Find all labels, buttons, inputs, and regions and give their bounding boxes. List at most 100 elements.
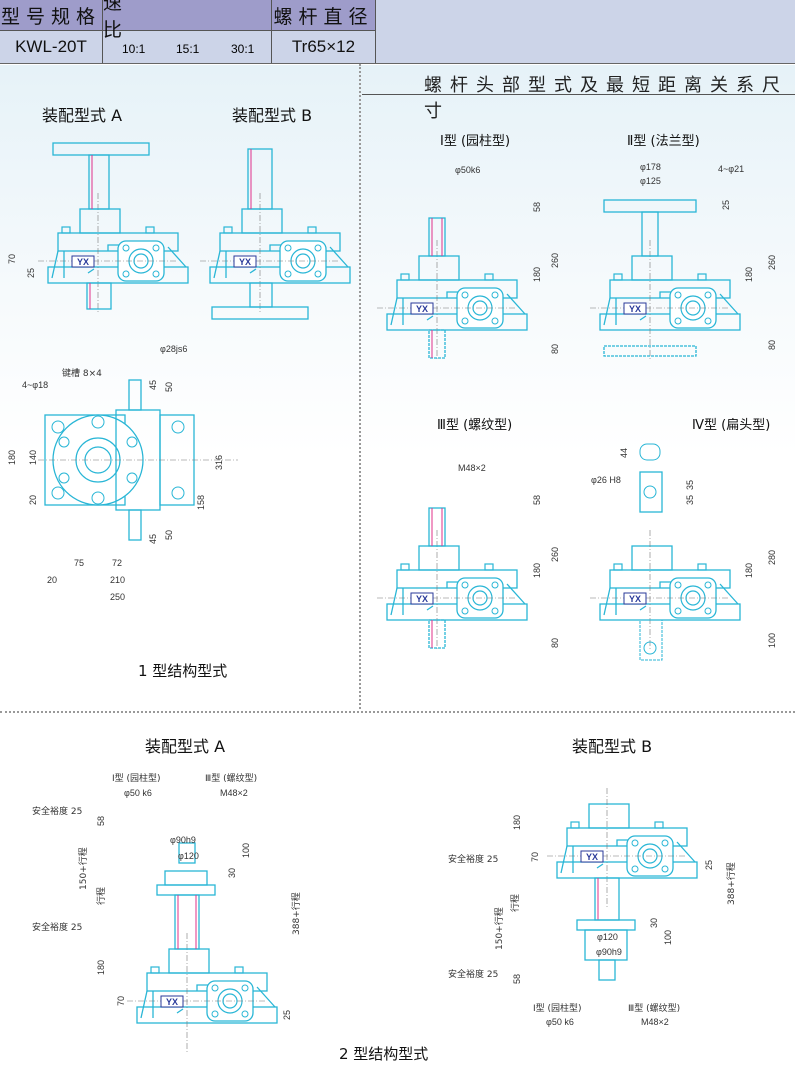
dimension-label: φ50k6: [455, 165, 480, 175]
dim-holes: 4~φ18: [22, 380, 48, 390]
dimension-label: 安全裕度 25: [32, 921, 82, 933]
dimension-label: 316: [214, 455, 224, 470]
spec-table: 型号规格 速 比 螺杆直径 KWL-20T 10:1 15:1 30:1 Tr6…: [0, 0, 795, 64]
dimension-label: 行程: [509, 894, 521, 912]
dimension-label: 行程: [95, 887, 107, 905]
dimension-label: 安全裕度 25: [448, 853, 498, 865]
ratio-value: 30:1: [231, 42, 255, 56]
dimension-label: Ⅰ型 (园柱型): [112, 772, 161, 784]
dimension-label: 25: [721, 200, 731, 210]
s2-assembly-a-label: 装配型式 A: [145, 737, 226, 756]
dimension-label: 58: [532, 202, 542, 212]
dimension-label: 140: [28, 450, 38, 465]
dimension-label: 180: [744, 563, 754, 578]
type2-title: Ⅱ型 (法兰型): [627, 134, 700, 149]
s1-assembly-b-label: 装配型式 B: [232, 106, 313, 125]
dim-shaft: φ28js6: [160, 344, 187, 354]
dim-25: 25: [26, 268, 36, 278]
type1-title: Ⅰ型 (园柱型): [440, 134, 511, 149]
dimension-label: 158: [196, 495, 206, 510]
dimension-label: φ120: [597, 932, 618, 942]
dimension-label: φ90h9: [170, 835, 196, 845]
dimension-label: M48×2: [641, 1017, 669, 1027]
dimension-label: φ50 k6: [124, 788, 152, 798]
s1-assembly-a-label: 装配型式 A: [42, 106, 123, 125]
dimension-label: 58: [512, 974, 522, 984]
dimension-label: 25: [704, 860, 714, 870]
header-ratio: 速 比: [103, 0, 272, 41]
divider-horizontal: [0, 711, 795, 713]
dimension-label: 210: [110, 575, 125, 585]
dimension-label: 180: [532, 563, 542, 578]
title-underline: [362, 94, 795, 95]
dimension-label: 180: [7, 450, 17, 465]
dimension-label: 100: [767, 633, 777, 648]
dimension-label: 70: [530, 852, 540, 862]
dimension-label: 20: [28, 495, 38, 505]
dimension-label: 45: [148, 534, 158, 544]
dimension-label: φ178: [640, 162, 661, 172]
dimension-label: 44: [619, 448, 629, 458]
dimension-label: 45: [148, 380, 158, 390]
type3-drawing: [376, 507, 528, 651]
dimension-label: 260: [767, 255, 777, 270]
dimension-label: 100: [241, 843, 251, 858]
dim-keyway: 键槽 8×4: [62, 367, 102, 379]
dimension-label: 150+行程: [493, 907, 505, 950]
dim-70: 70: [7, 254, 17, 264]
s2-assembly-b-label: 装配型式 B: [572, 737, 653, 756]
dimension-label: 安全裕度 25: [32, 805, 82, 817]
s1-assembly-a-drawing: [37, 142, 189, 314]
dimension-label: φ90h9: [596, 947, 622, 957]
dimension-label: 80: [767, 340, 777, 350]
dimension-label: 50: [164, 530, 174, 540]
dimension-label: Ⅲ型 (螺纹型): [205, 772, 257, 784]
head-types-title: 螺杆头部型式及最短距离关系尺寸: [424, 75, 788, 122]
dimension-label: 70: [116, 996, 126, 1006]
dimension-label: 260: [550, 547, 560, 562]
dimension-label: Ⅲ型 (螺纹型): [628, 1002, 680, 1014]
dimension-label: M48×2: [458, 463, 486, 473]
dimension-label: 80: [550, 638, 560, 648]
dimension-label: 35: [685, 495, 695, 505]
dimension-label: 150+行程: [77, 847, 89, 890]
s1-assembly-b-drawing: [199, 148, 351, 320]
dimension-label: 250: [110, 592, 125, 602]
dimension-label: 388+行程: [725, 862, 737, 905]
dimension-label: φ50 k6: [546, 1017, 574, 1027]
dimension-label: M48×2: [220, 788, 248, 798]
dimension-label: 4~φ21: [718, 164, 744, 174]
dimension-label: φ125: [640, 176, 661, 186]
dimension-label: 280: [767, 550, 777, 565]
ratio-cell: [103, 31, 272, 63]
dimension-label: 180: [532, 267, 542, 282]
s2-assembly-b-drawing: [546, 787, 698, 981]
dimension-label: 75: [74, 558, 84, 568]
dimension-label: 20: [47, 575, 57, 585]
ratio-value: 15:1: [176, 42, 200, 56]
type1-drawing: [376, 217, 528, 361]
type2-drawing: [589, 199, 741, 361]
dimension-label: Ⅰ型 (园柱型): [533, 1002, 582, 1014]
top-flange: [52, 142, 150, 156]
type4-title: Ⅳ型 (扁头型): [692, 418, 771, 433]
dimension-label: 30: [227, 868, 237, 878]
dimension-label: φ120: [178, 851, 199, 861]
s2-assembly-a-drawing: [126, 842, 278, 1054]
dimension-label: 100: [663, 930, 673, 945]
header-screw-diameter: 螺杆直径: [272, 0, 376, 31]
dimension-label: 58: [532, 495, 542, 505]
dimension-label: φ26 H8: [591, 475, 621, 485]
drawing-background: [0, 65, 795, 715]
dimension-label: 58: [96, 816, 106, 826]
dimension-label: 80: [550, 344, 560, 354]
dimension-label: 25: [282, 1010, 292, 1020]
structure2-caption: 2 型结构型式: [339, 1045, 429, 1063]
dimension-label: 180: [512, 815, 522, 830]
dimension-label: 安全裕度 25: [448, 968, 498, 980]
model-value: KWL-20T: [0, 31, 103, 63]
dimension-label: 260: [550, 253, 560, 268]
dimension-label: 72: [112, 558, 122, 568]
dimension-label: 35: [685, 480, 695, 490]
